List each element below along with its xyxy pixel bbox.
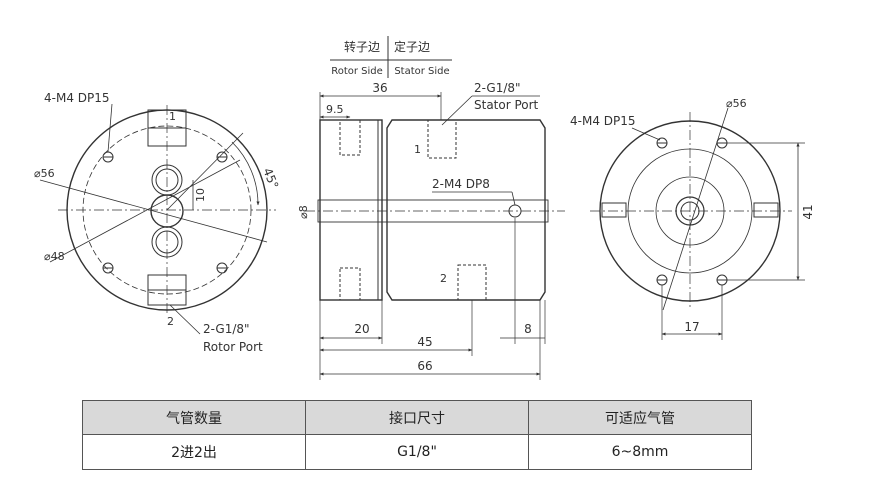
left-end-view (39, 103, 276, 335)
right-mount-holes-label: 4-M4 DP15 (570, 114, 636, 128)
dim-66-label: 66 (417, 359, 432, 373)
left-angle-label: 45° (260, 166, 281, 191)
table-row: 2进2出 G1/8" 6~8mm (82, 434, 752, 470)
header-tube-fit: 可适应气管 (528, 400, 752, 435)
stator-side-en-label: Stator Side (394, 66, 449, 77)
left-port1-label: 1 (169, 110, 176, 123)
stator-side-cn-label: 定子边 (394, 39, 430, 54)
left-mount-holes-label: 4-M4 DP15 (44, 91, 110, 105)
right-outer-dia-label: ⌀56 (726, 97, 747, 110)
technical-drawing: 转子边 Rotor Side 定子边 Stator Side (34, 36, 815, 380)
cell-tube-count: 2进2出 (82, 434, 306, 470)
side-labels: 转子边 Rotor Side 定子边 Stator Side (330, 36, 452, 78)
cell-port-size: G1/8" (305, 434, 529, 470)
rotor-side-cn-label: 转子边 (344, 39, 380, 54)
middle-mount-holes-label: 2-M4 DP8 (432, 177, 490, 191)
dim-20-label: 20 (354, 322, 369, 336)
left-port2-label: 2 (167, 315, 174, 328)
stator-port-label: Stator Port (474, 98, 539, 112)
shaft-dia-label: ⌀8 (297, 205, 310, 219)
spec-table-container: 气管数量 接口尺寸 可适应气管 2进2出 G1/8" 6~8mm (82, 400, 752, 470)
rotor-port-label: Rotor Port (203, 340, 263, 354)
spec-table: 气管数量 接口尺寸 可适应气管 2进2出 G1/8" 6~8mm (82, 400, 752, 470)
dim-41-label: 41 (801, 204, 815, 219)
right-mount-holes (656, 137, 728, 286)
middle-side-view (305, 92, 565, 380)
middle-port1-label: 1 (414, 143, 421, 156)
dim-8-label: 8 (524, 322, 532, 336)
right-left-slot (601, 202, 627, 218)
header-port-size: 接口尺寸 (305, 400, 529, 435)
left-outer-dia-label: ⌀56 (34, 167, 55, 180)
table-header-row: 气管数量 接口尺寸 可适应气管 (82, 400, 752, 435)
stator-port-size-label: 2-G1/8" (474, 81, 521, 95)
right-right-slot (753, 202, 779, 218)
left-center-dim-label: 10 (194, 188, 207, 202)
dim-9-5-label: 9.5 (326, 103, 344, 116)
left-mount-holes (102, 151, 228, 274)
left-bolt-dia-label: ⌀48 (44, 250, 65, 263)
dim-45-label: 45 (417, 335, 432, 349)
dim-17-label: 17 (684, 320, 699, 334)
dim-36-label: 36 (372, 81, 387, 95)
cell-tube-fit: 6~8mm (528, 434, 752, 470)
rotor-port-size-label: 2-G1/8" (203, 322, 250, 336)
header-tube-count: 气管数量 (82, 400, 306, 435)
right-end-view (590, 107, 805, 340)
rotor-body (319, 119, 383, 301)
rotor-side-en-label: Rotor Side (331, 66, 383, 77)
middle-port2-label: 2 (440, 272, 447, 285)
